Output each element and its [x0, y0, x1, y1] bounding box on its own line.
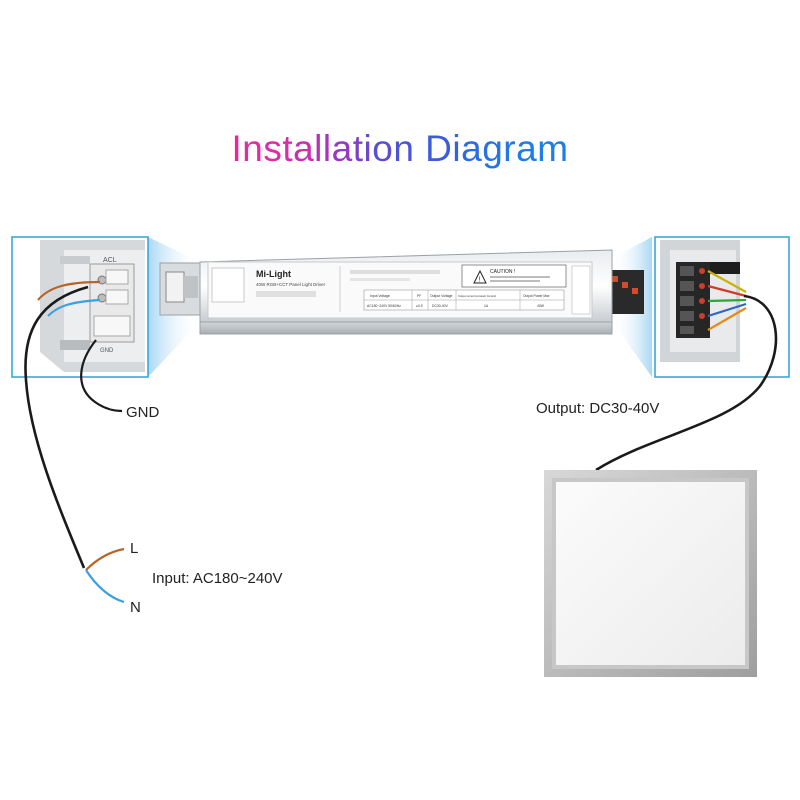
diagram-title: Installation Diagram — [0, 128, 800, 170]
input-voltage-label: Input: AC180~240V — [152, 570, 283, 587]
title-char: a — [293, 128, 315, 169]
title-char: s — [263, 128, 283, 169]
title-char: r — [503, 128, 517, 169]
spec-value-pf: ≥0.9 — [416, 304, 423, 308]
neutral-wire — [85, 569, 125, 604]
left-zoom-frame — [11, 236, 149, 378]
spec-value-output-current: 1A — [484, 304, 489, 308]
right-terminal-zoom — [655, 237, 789, 377]
title-char: l — [314, 128, 323, 169]
title-char: t — [352, 128, 364, 169]
title-char: o — [372, 128, 394, 169]
live-label: L — [130, 540, 138, 557]
title-char: I — [231, 128, 243, 169]
title-char: a — [516, 128, 538, 169]
spec-header-output-voltage: Output Voltage — [430, 294, 453, 298]
led-panel-light — [544, 470, 757, 677]
left-terminal-acl-label: ACL — [103, 257, 117, 264]
title-char: i — [452, 128, 462, 169]
title-char: m — [537, 128, 569, 169]
spec-value-output-voltage: DC30-40V — [432, 304, 449, 308]
left-terminal-zoom: ACL GND — [12, 237, 148, 377]
caution-title: CAUTION ! — [490, 269, 515, 275]
title-char: a — [331, 128, 353, 169]
spec-header-output-power: Output Power Max — [523, 294, 550, 298]
spec-header-output-current: Output current (constant Current) — [458, 294, 496, 298]
svg-text:!: ! — [479, 277, 481, 284]
title-char: i — [363, 128, 373, 169]
output-voltage-label: Output: DC30-40V — [536, 400, 659, 417]
left-terminal-gnd-label: GND — [100, 348, 114, 354]
panel-light-driver: Mi-Light 40W RGB+CCT Panel Light Driver … — [159, 249, 644, 335]
title-char: D — [425, 128, 453, 169]
driver-spec-table: Input Voltage PF Output Voltage Output c… — [363, 289, 565, 311]
ground-wire — [80, 339, 123, 413]
driver-model: 40W RGB+CCT Panel Light Driver — [256, 282, 326, 287]
input-cable — [24, 285, 89, 569]
title-char: l — [322, 128, 332, 169]
title-char: g — [482, 128, 504, 169]
title-char: a — [461, 128, 483, 169]
title-char: t — [282, 128, 294, 169]
spec-value-output-power: 40W — [537, 304, 545, 308]
title-char: n — [242, 128, 264, 169]
spec-header-input-voltage: Input Voltage — [370, 294, 390, 298]
caution-warning-icon — [473, 269, 487, 284]
driver-brand: Mi-Light — [256, 269, 291, 279]
spec-value-input-voltage: AC180~240V 50/60Hz — [367, 304, 401, 308]
gnd-label: GND — [126, 404, 160, 421]
title-char: n — [393, 128, 415, 169]
right-zoom-frame — [654, 236, 790, 378]
live-wire — [85, 547, 125, 571]
spec-header-pf: PF — [417, 294, 421, 298]
neutral-label: N — [130, 599, 141, 616]
output-cable — [595, 294, 778, 472]
input-cable-brown-core — [37, 280, 101, 301]
input-cable-blue-core — [47, 298, 101, 317]
